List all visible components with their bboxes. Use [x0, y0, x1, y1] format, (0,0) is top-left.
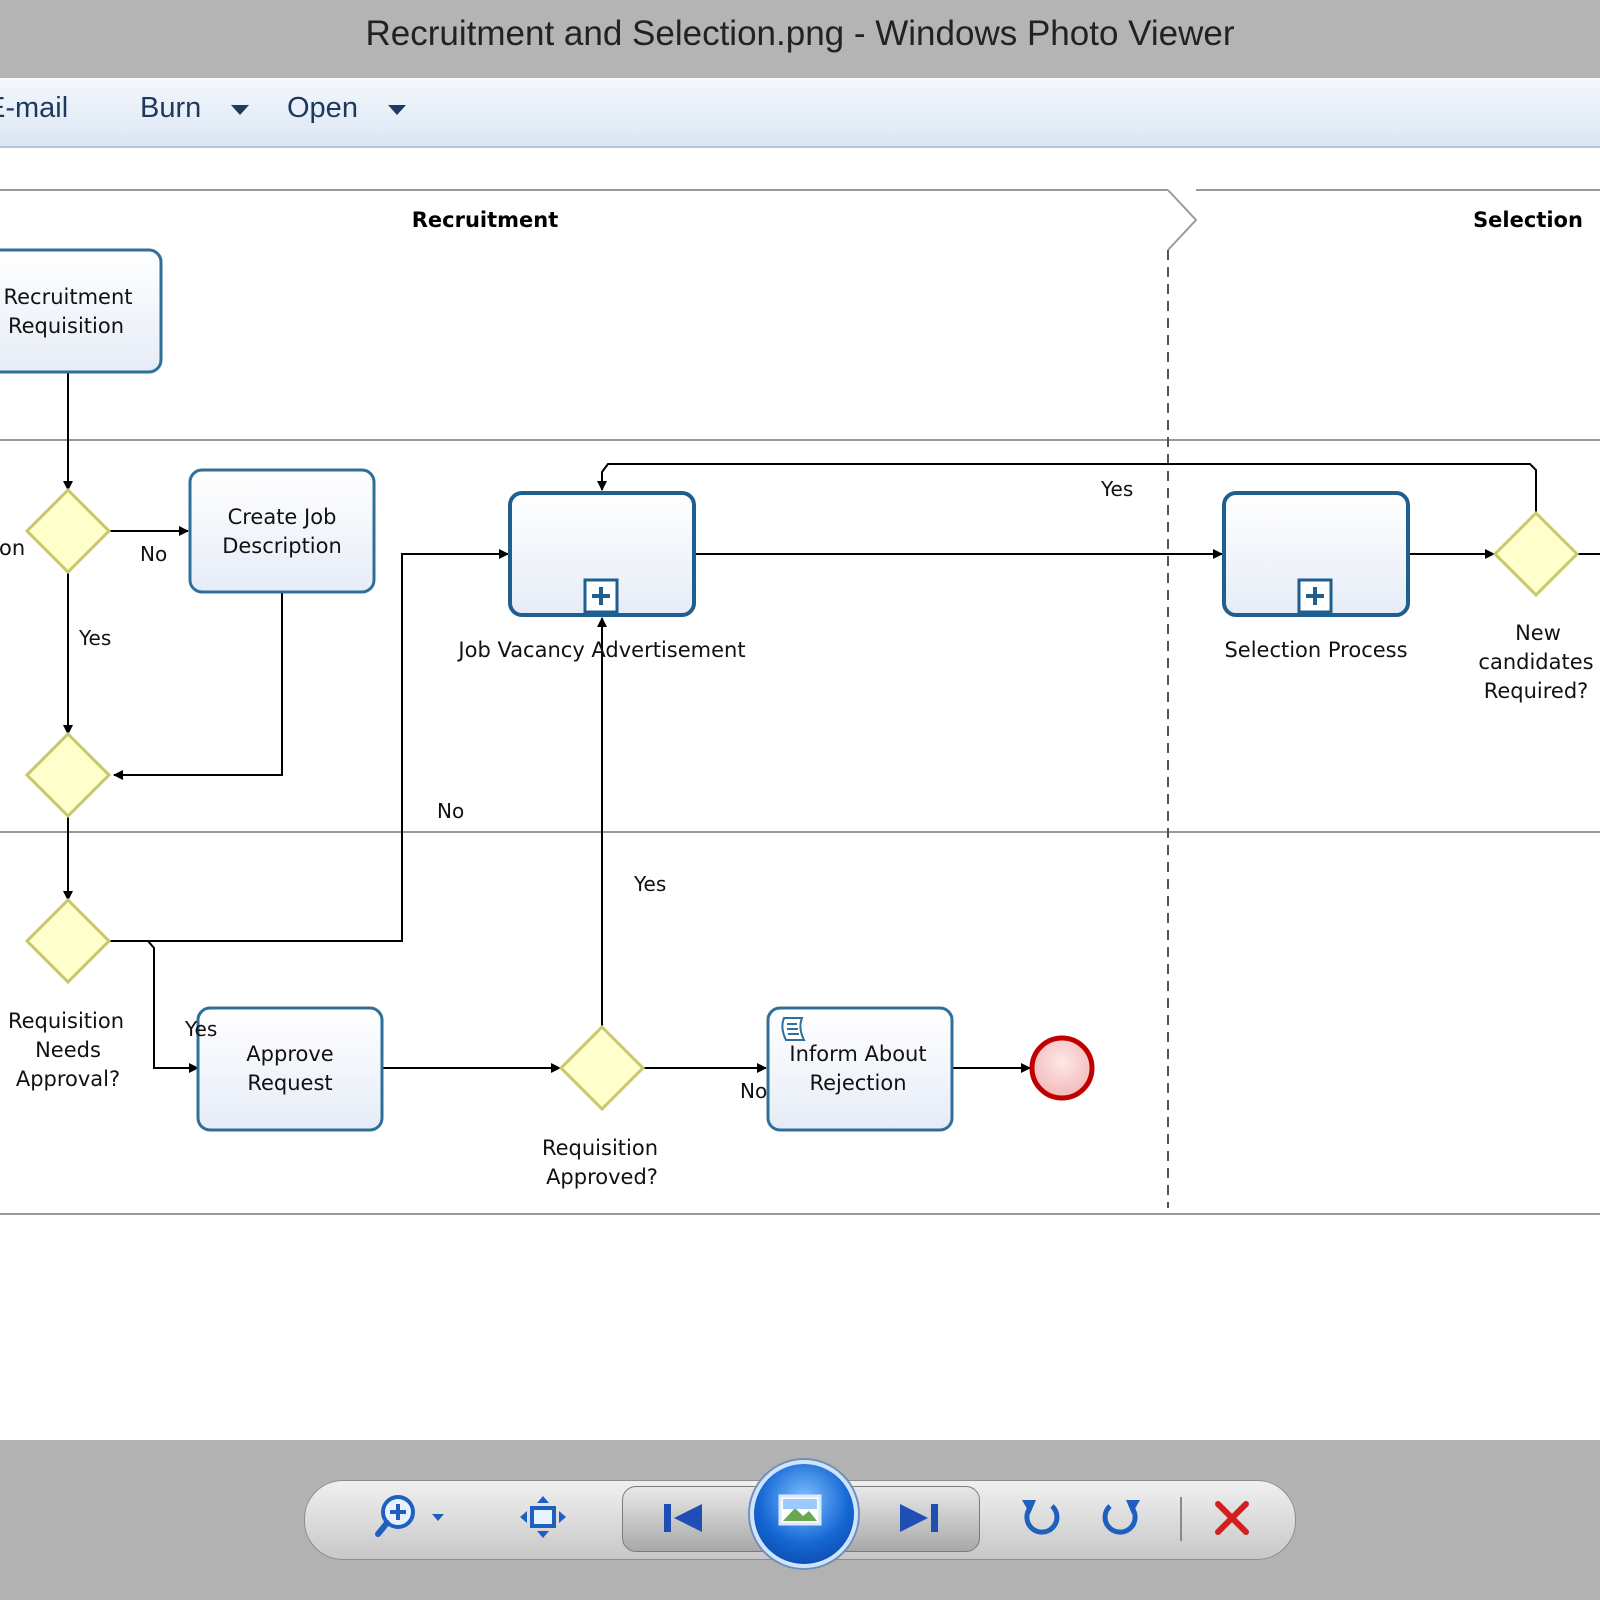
gateway-label: Approval?: [16, 1067, 120, 1091]
gateway-label: on: [0, 536, 25, 560]
chevron-down-icon: [231, 104, 250, 115]
title-bar: Recruitment and Selection.png - Windows …: [0, 0, 1600, 79]
gateway-requisition-approved[interactable]: Requisition Approved?: [542, 1024, 658, 1189]
zoom-button[interactable]: [374, 1492, 454, 1542]
lane-recruitment: Recruitment: [412, 208, 559, 232]
email-menu[interactable]: E-mail: [0, 92, 68, 125]
flow-label: Yes: [184, 1017, 217, 1041]
subprocess-label: Selection Process: [1224, 638, 1407, 662]
next-button[interactable]: [896, 1498, 942, 1538]
flow-label: Yes: [78, 626, 111, 650]
gateway-merge[interactable]: [24, 731, 112, 819]
chevron-down-icon: [387, 104, 406, 115]
task-create-job-description[interactable]: Create Job Description: [188, 468, 376, 594]
toolbar-separator: [1180, 1497, 1182, 1541]
task-approve-request[interactable]: Approve Request: [196, 1006, 384, 1132]
task-label: Create Job: [228, 505, 337, 529]
gateway-initial[interactable]: [24, 487, 112, 575]
flow-label: No: [140, 542, 167, 566]
gateway-label: New: [1515, 621, 1561, 645]
delete-icon: [1215, 1501, 1249, 1535]
bpmn-diagram: Recruitment Selection Recruitment Requis…: [0, 189, 1600, 1215]
subprocess-selection-process[interactable]: Selection Process: [1222, 491, 1410, 662]
rotate-left-icon: [1022, 1500, 1060, 1535]
burn-menu[interactable]: Burn: [140, 92, 250, 125]
rotate-right-icon: [1102, 1500, 1140, 1535]
gateway-requisition-needs-approval[interactable]: Requisition Needs Approval?: [8, 897, 124, 1091]
email-label: E-mail: [0, 92, 69, 124]
gateway-label: Approved?: [546, 1165, 658, 1189]
pool-lines: [0, 189, 1600, 1215]
flow-label: Yes: [1100, 477, 1133, 501]
expand-icon: [1297, 578, 1333, 614]
fit-icon: [520, 1496, 566, 1538]
lane-selection: Selection: [1473, 208, 1583, 232]
gateway-label: Required?: [1484, 679, 1589, 703]
actual-size-button[interactable]: [518, 1494, 568, 1540]
end-event[interactable]: [1029, 1035, 1095, 1101]
task-label: Approve: [246, 1042, 333, 1066]
open-label: Open: [287, 92, 358, 124]
task-label: Rejection: [809, 1071, 906, 1095]
menu-bar: E-mail Burn Open: [0, 78, 1600, 148]
rotate-clockwise-button[interactable]: [1098, 1494, 1144, 1540]
task-label: Recruitment: [3, 285, 132, 309]
gateway-label: candidates: [1478, 650, 1593, 674]
next-icon: [900, 1504, 938, 1532]
subprocess-job-vacancy-advertisement[interactable]: Job Vacancy Advertisement: [456, 491, 746, 662]
task-label: Description: [222, 534, 342, 558]
open-menu[interactable]: Open: [287, 92, 406, 125]
task-inform-about-rejection[interactable]: Inform About Rejection: [766, 1006, 954, 1132]
previous-button[interactable]: [660, 1498, 706, 1538]
gateway-label: Needs: [35, 1038, 101, 1062]
task-label: Inform About: [789, 1042, 926, 1066]
zoom-icon: [375, 1495, 444, 1537]
gateway-new-candidates-required[interactable]: New candidates Required?: [1478, 510, 1594, 703]
rotate-counterclockwise-button[interactable]: [1018, 1494, 1064, 1540]
flow-label: No: [437, 799, 464, 823]
gateway-label: Requisition: [8, 1009, 124, 1033]
slideshow-button[interactable]: [750, 1460, 858, 1568]
delete-button[interactable]: [1212, 1498, 1252, 1538]
previous-icon: [664, 1504, 702, 1532]
burn-label: Burn: [140, 92, 202, 124]
slideshow-icon: [778, 1494, 822, 1526]
flow-labels: No Yes No Yes Yes No Yes: [78, 477, 1133, 1103]
gateway-label: Requisition: [542, 1136, 658, 1160]
subprocess-label: Job Vacancy Advertisement: [456, 638, 745, 662]
window-title: Recruitment and Selection.png - Windows …: [365, 14, 1235, 53]
flow-label: No: [740, 1079, 767, 1103]
task-label: Request: [247, 1071, 332, 1095]
script-task-icon: [781, 1017, 806, 1041]
sequence-flows: [63, 372, 1600, 1073]
expand-icon: [583, 578, 619, 614]
flow-label: Yes: [633, 872, 666, 896]
task-label: Requisition: [8, 314, 124, 338]
task-recruitment-requisition[interactable]: Recruitment Requisition: [0, 248, 163, 374]
